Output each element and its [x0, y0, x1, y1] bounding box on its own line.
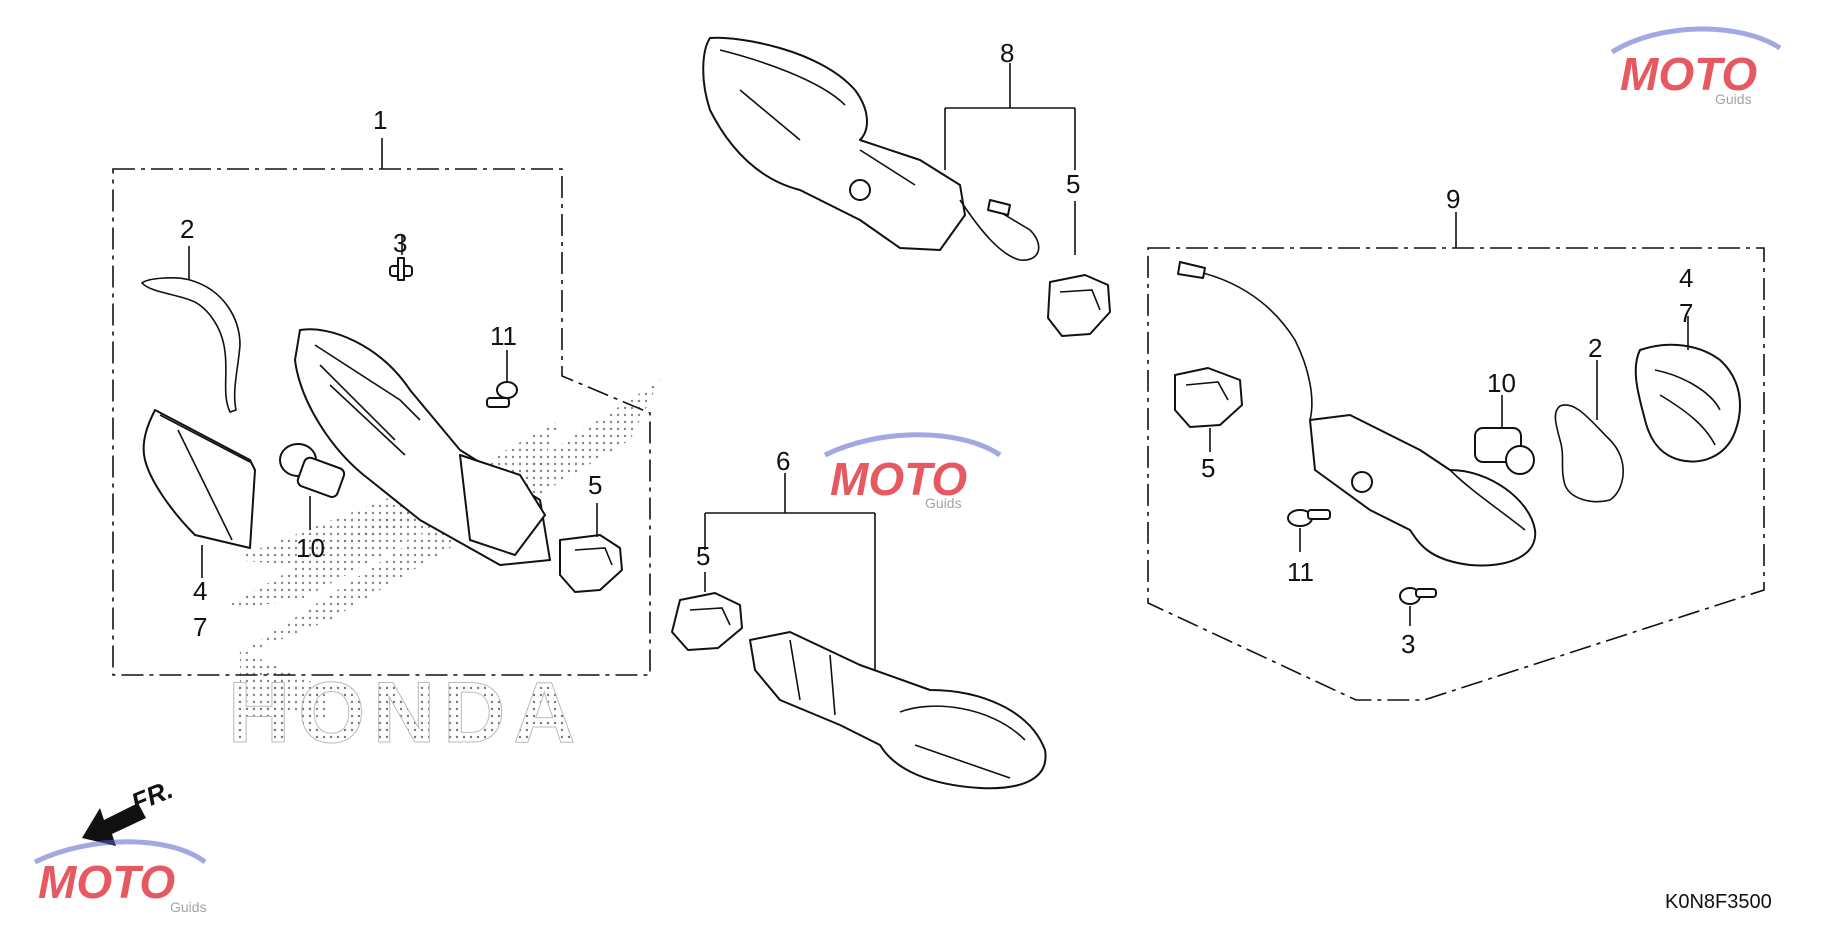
callout-8: 8	[1000, 38, 1014, 68]
callout-2-right: 2	[1588, 333, 1602, 363]
screw-11-left	[486, 381, 518, 408]
honda-logo-text: HONDA	[228, 665, 583, 761]
watermark-subtext-bottom: Guids	[170, 899, 207, 915]
socket-5-bottom	[671, 592, 743, 651]
indicator-8-housing	[702, 36, 966, 251]
callout-7-right: 7	[1679, 298, 1693, 328]
indicator-body-left	[294, 328, 551, 566]
callout-11-left: 11	[490, 321, 517, 351]
callout-10-right: 10	[1487, 368, 1516, 398]
callout-3-right: 3	[1401, 629, 1415, 659]
screw-3-right	[1399, 587, 1437, 605]
assembly-1-group: 1 2 4 7 10 3 11	[112, 105, 651, 676]
watermark-text-top: MOTO	[1620, 48, 1757, 100]
socket-5-left	[559, 534, 623, 593]
callout-7-left: 7	[193, 612, 207, 642]
lens-gasket-right	[1554, 404, 1624, 503]
bulb-right	[1474, 427, 1535, 475]
screw-3-left	[389, 257, 413, 281]
lens-left	[142, 409, 256, 549]
callout-3-left: 3	[393, 228, 407, 258]
watermark-bottom-left: MOTO Guids	[33, 839, 207, 915]
indicator-9-wire	[1177, 267, 1313, 421]
front-arrow-icon	[82, 803, 146, 846]
callout-5-left: 5	[588, 470, 602, 500]
callout-5-right: 5	[1201, 453, 1215, 483]
callout-1: 1	[373, 105, 387, 135]
watermark-center: MOTO Guids	[823, 432, 1002, 511]
drawing-code: K0N8F3500	[1665, 891, 1772, 913]
socket-5-top	[1047, 274, 1111, 337]
watermark-top-right: MOTO Guids	[1610, 26, 1782, 107]
callout-10-left: 10	[296, 533, 325, 563]
callout-6: 6	[776, 446, 790, 476]
bulb-left	[279, 443, 346, 498]
callout-2-left: 2	[180, 214, 194, 244]
watermark-subtext-center: Guids	[925, 495, 962, 511]
callout-4-right: 4	[1679, 263, 1693, 293]
watermark-subtext-top: Guids	[1715, 91, 1752, 107]
watermark-text-bottom: MOTO	[38, 856, 175, 908]
callout-5-top: 5	[1066, 169, 1080, 199]
front-direction-indicator: FR.	[82, 774, 177, 846]
callout-9: 9	[1446, 184, 1460, 214]
assembly-9-frame	[1147, 247, 1765, 701]
indicator-6-group: 6 5	[671, 446, 1047, 790]
callout-11-right: 11	[1287, 557, 1314, 587]
indicator-8-group: 8 5	[702, 36, 1111, 337]
screw-11-right	[1287, 509, 1331, 527]
lens-right	[1634, 343, 1741, 463]
socket-5-right	[1174, 367, 1243, 428]
lens-gasket-left	[140, 277, 241, 413]
assembly-1-frame	[112, 168, 651, 676]
assembly-9-group: 9 5 11 3 10	[1147, 184, 1765, 701]
indicator-6-housing	[749, 631, 1047, 790]
callout-5-bottom: 5	[696, 541, 710, 571]
indicator-9-housing	[1309, 414, 1537, 567]
indicator-8-wire	[959, 199, 1040, 261]
watermark-text-center: MOTO	[830, 453, 967, 505]
callout-4-left: 4	[193, 576, 207, 606]
